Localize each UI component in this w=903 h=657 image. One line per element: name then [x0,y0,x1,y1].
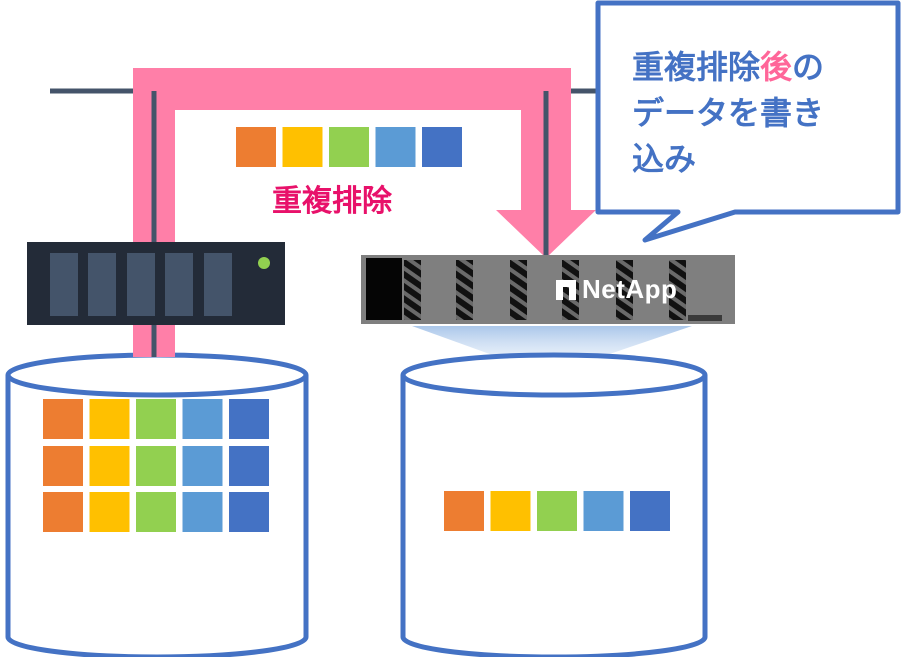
netapp-logo-icon [556,279,576,300]
data-block-light-blue [583,491,624,531]
data-block-yellow-row1 [89,399,130,439]
data-block-blue [630,491,670,531]
data-block-orange-row1 [43,399,83,439]
data-block-blue-row1 [229,399,269,439]
data-block-blue-row3 [229,492,269,532]
deduplicated-blocks [444,491,670,531]
data-block-orange [444,491,484,531]
data-block-yellow [490,491,531,531]
data-block-blue [422,127,462,167]
data-block-green-row3 [136,492,176,532]
data-block-green [329,127,369,167]
data-block-blue-row2 [229,446,269,486]
data-block-yellow-row3 [89,492,130,532]
data-block-light-blue-row2 [182,446,223,486]
data-block-green-row1 [136,399,176,439]
data-block-green-row2 [136,446,176,486]
data-block-green [537,491,577,531]
in-flight-blocks [236,127,462,167]
data-block-yellow-row2 [89,446,130,486]
data-block-light-blue [375,127,416,167]
callout-highlight: 後 [760,48,793,86]
data-block-yellow [282,127,323,167]
callout-line-3: 込み [632,140,697,178]
data-block-light-blue-row1 [182,399,223,439]
dedupe-flow-arrow [133,68,596,355]
netapp-storage-icon [361,255,735,324]
data-block-orange-row3 [43,492,83,532]
storage-light-beam [412,326,692,375]
server-icon [27,242,285,325]
server-status-light [258,257,270,269]
callout-line-1: 重複排除後の [632,48,825,86]
data-block-light-blue-row3 [182,492,223,532]
data-block-orange-row2 [43,446,83,486]
callout-text: 重複排除後の データを書き 込み [632,44,882,182]
callout-bubble [595,0,901,243]
dedupe-label: 重複排除 [272,184,392,219]
callout-line-2: データを書き [632,94,825,132]
data-block-orange [236,127,276,167]
netapp-logo: NetApp [556,274,677,305]
source-blocks [43,399,269,532]
netapp-wordmark: NetApp [582,274,678,304]
